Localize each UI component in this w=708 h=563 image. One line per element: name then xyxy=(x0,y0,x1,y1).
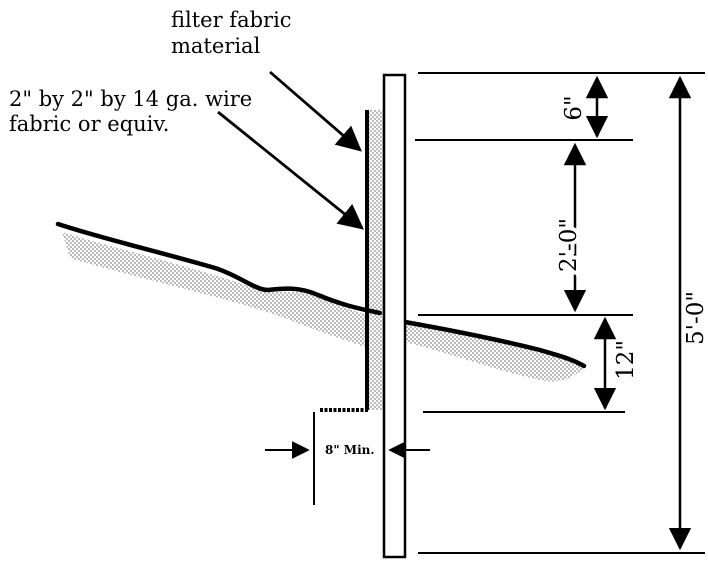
filter-fabric-label-line1: filter fabric xyxy=(171,8,292,32)
filter-fabric-label-line2: material xyxy=(171,34,261,58)
trench-width-label: 8" Min. xyxy=(325,443,375,457)
fence-post xyxy=(382,73,407,559)
wire-fabric-label-line1: 2" by 2" by 14 ga. wire xyxy=(9,87,252,111)
fabric-height-label: 2'-0" xyxy=(556,218,582,272)
reference-lines xyxy=(415,72,705,554)
dimension-arrows xyxy=(563,75,692,551)
top-offset-label: 6" xyxy=(561,95,587,120)
wire-fabric-leader xyxy=(217,110,364,230)
soil-shading xyxy=(62,232,585,382)
wire-fabric xyxy=(320,110,369,412)
filter-fabric-leader xyxy=(269,70,362,152)
dimension-labels: 6" 2'-0" 12" 5'-0" xyxy=(552,95,708,380)
post-length-label: 5'-0" xyxy=(683,291,708,345)
embed-depth-label: 12" xyxy=(613,340,639,380)
callout-labels: filter fabric material 2" by 2" by 14 ga… xyxy=(9,8,375,457)
wire-fabric-label-line2: fabric or equiv. xyxy=(9,112,169,136)
trench-width-dimension xyxy=(265,412,430,505)
leader-arrows xyxy=(217,70,364,230)
filter-fabric-material xyxy=(366,110,383,410)
ground-line xyxy=(55,221,587,369)
